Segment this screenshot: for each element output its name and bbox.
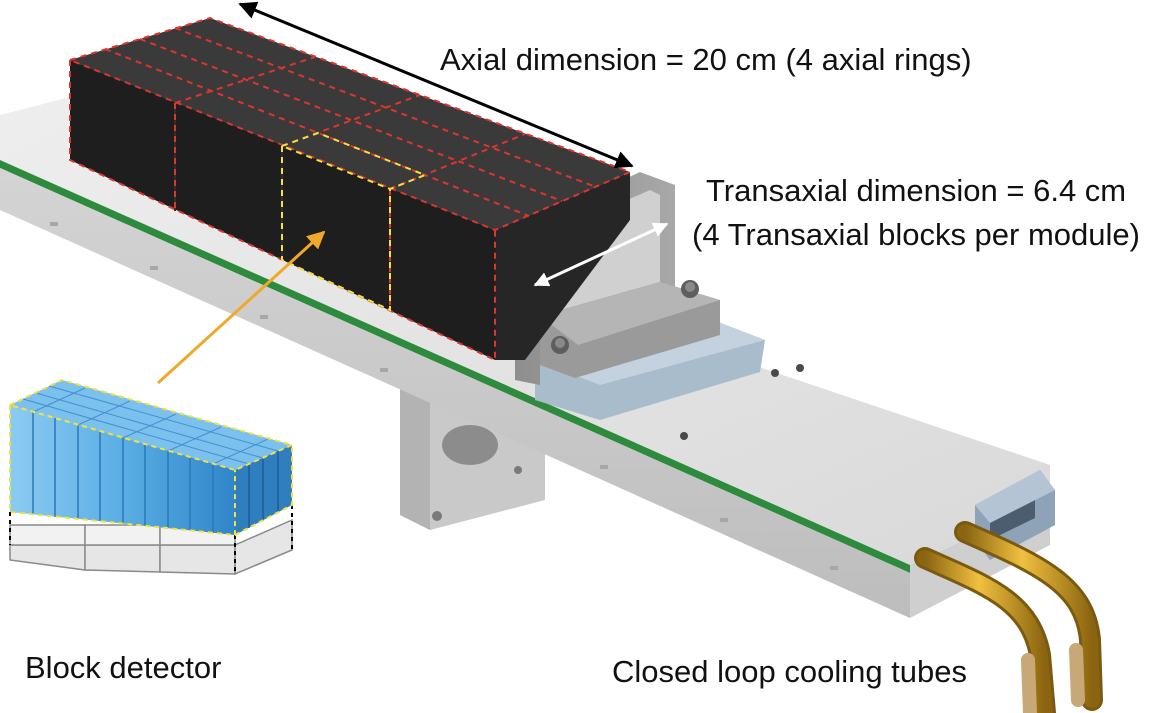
block-detector-inset (7, 378, 295, 576)
pcb-stripe (0, 160, 910, 573)
pointer-arrow (156, 230, 326, 385)
cooling-tubes-label: Closed loop cooling tubes (612, 654, 968, 689)
axial-dimension-arrow (238, 1, 634, 169)
block-detector-label: Block detector (25, 650, 222, 685)
transaxial-blocks-label: (4 Transaxial blocks per module) (692, 217, 1140, 252)
crystal-outline (7, 378, 295, 537)
readout-tray (9, 518, 293, 576)
cooling-tubes (914, 521, 1103, 713)
transaxial-dimension-label: Transaxial dimension = 6.4 cm (706, 173, 1127, 208)
transaxial-dimension-arrow (533, 222, 669, 287)
axial-dimension-label: Axial dimension = 20 cm (4 axial rings) (440, 42, 972, 77)
